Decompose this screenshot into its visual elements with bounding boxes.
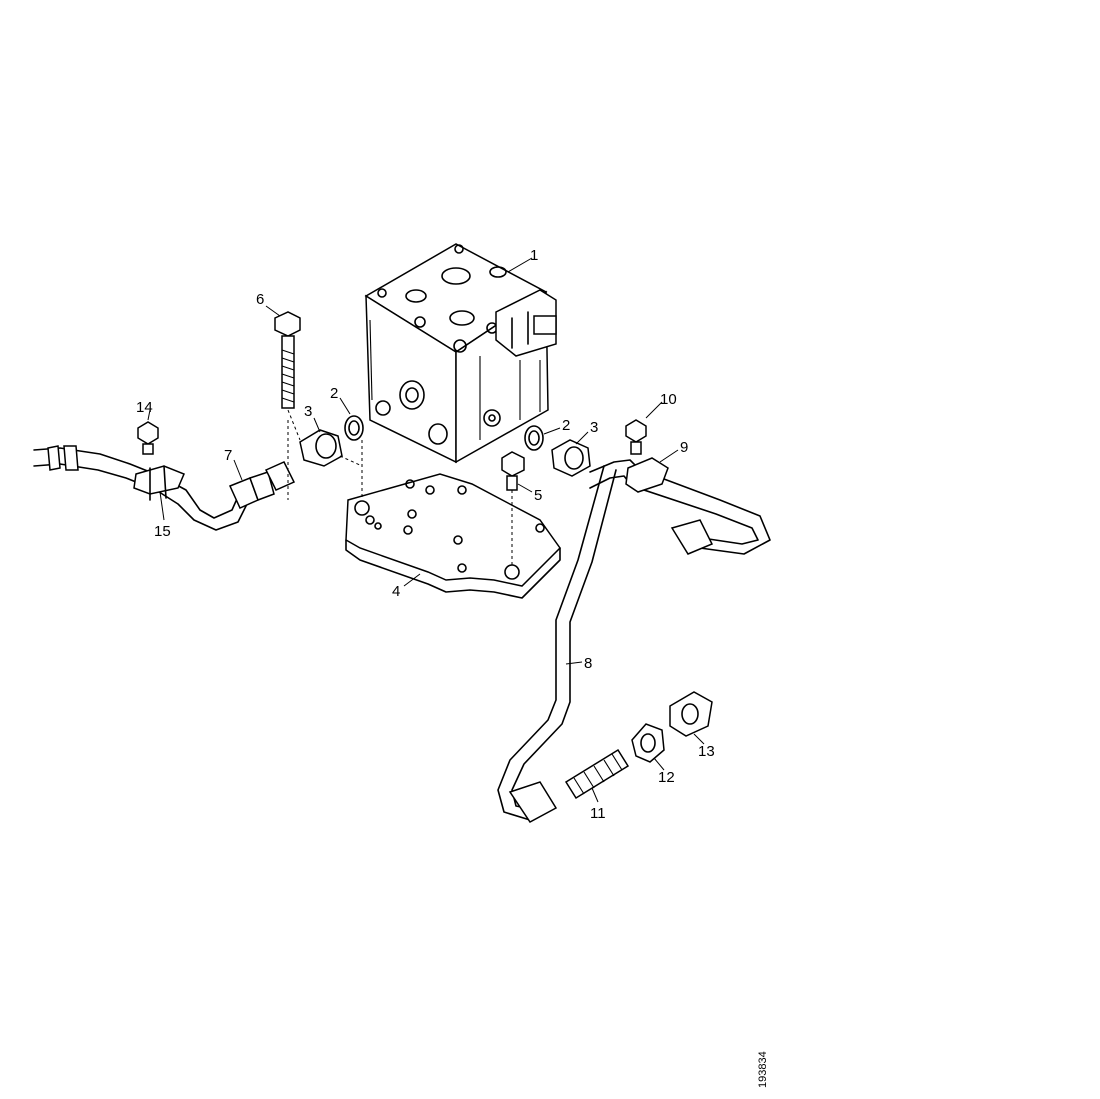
callout-4: 4 — [392, 583, 400, 600]
callout-11: 11 — [590, 805, 606, 822]
callout-8: 8 — [584, 655, 592, 672]
adapter-left — [299, 429, 343, 467]
reference-number: 193834 — [757, 1051, 769, 1088]
seal-ring-right — [524, 425, 544, 451]
callout-2-left: 2 — [330, 385, 338, 402]
callout-14: 14 — [136, 399, 153, 416]
callout-10: 10 — [660, 391, 677, 408]
callout-9: 9 — [680, 439, 688, 456]
pipe-clamp-9 — [625, 457, 669, 493]
mounting-plate — [345, 473, 561, 599]
callout-13: 13 — [698, 743, 715, 760]
cap-13 — [669, 691, 713, 737]
callout-3-right: 3 — [590, 419, 598, 436]
leader-lines — [147, 257, 705, 803]
callout-12: 12 — [658, 769, 675, 786]
callout-5: 5 — [534, 487, 542, 504]
nut-12 — [631, 723, 665, 763]
callout-labels: 1 2 2 3 3 4 5 6 7 8 9 10 11 12 13 14 15 — [136, 247, 715, 822]
callout-15: 15 — [154, 523, 171, 540]
valve-block — [364, 243, 557, 464]
long-bolt — [274, 311, 301, 409]
seal-ring-left — [344, 415, 364, 441]
small-bolt-10 — [625, 419, 647, 455]
callout-3-left: 3 — [304, 403, 312, 420]
hose-clamp-15 — [133, 465, 185, 501]
callout-7: 7 — [224, 447, 232, 464]
short-bolt — [501, 451, 525, 491]
adapter-right — [551, 439, 591, 477]
threaded-fitting-11 — [564, 748, 630, 800]
left-hose — [33, 445, 296, 531]
pipe-8 — [497, 459, 771, 823]
small-bolt-14 — [137, 421, 159, 455]
callout-6: 6 — [256, 291, 264, 308]
callout-2-right: 2 — [562, 417, 570, 434]
callout-1: 1 — [530, 247, 538, 264]
